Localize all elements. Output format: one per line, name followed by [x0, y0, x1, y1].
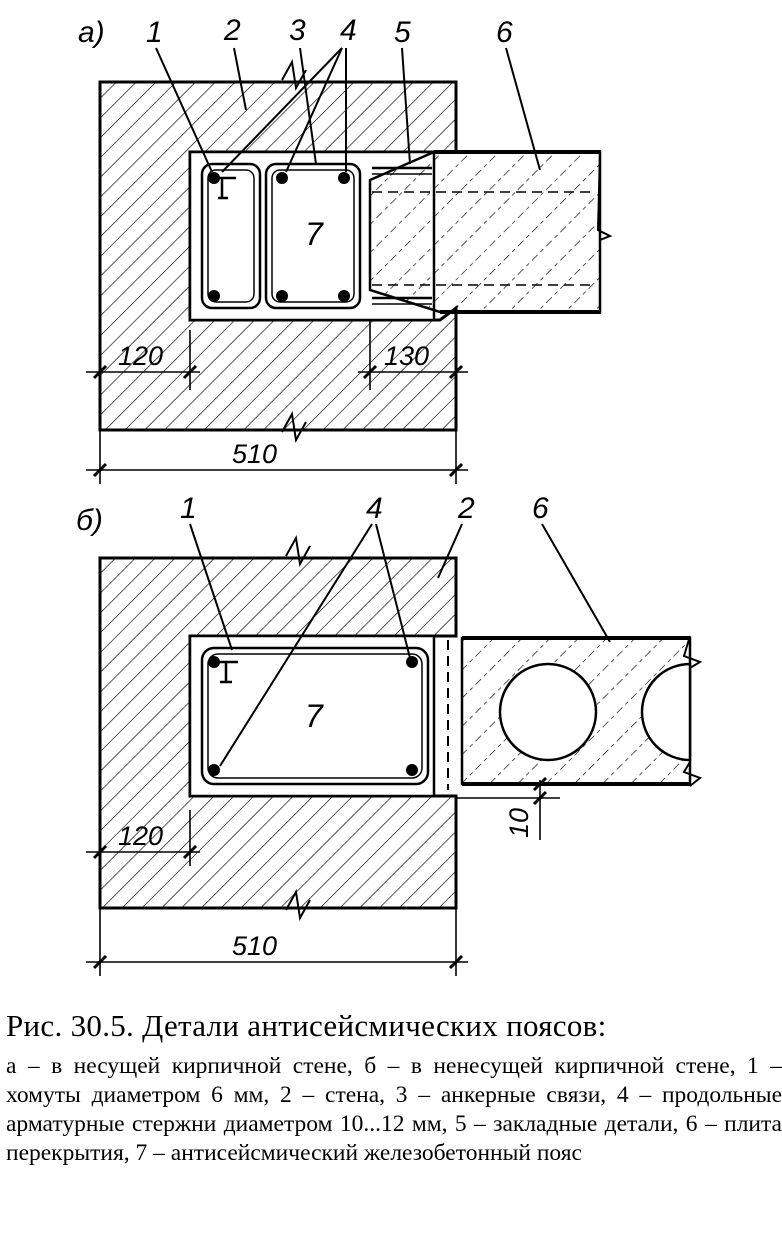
leader-1: [189, 523, 233, 651]
break-mark: [285, 534, 311, 568]
leader-4b: [375, 523, 411, 659]
break-mark: [281, 410, 307, 444]
rebar-dot: [276, 172, 288, 184]
tick: [532, 790, 548, 806]
leader-4b: [285, 47, 343, 173]
leader-5: [401, 47, 411, 165]
tick: [92, 844, 108, 860]
panel-a: а) 1 2 3 4 5 6 7: [78, 14, 613, 484]
callout-6: 6: [496, 16, 513, 49]
callout-2: 2: [457, 492, 475, 525]
caption-body: а – в несущей кирпичной стене, б – в нен…: [6, 1053, 782, 1166]
rebar-dot: [276, 290, 288, 302]
dim-10-b: 10: [504, 808, 534, 838]
rebar-dot: [208, 656, 220, 668]
dim-510-b: 510: [232, 931, 277, 961]
tick: [448, 954, 464, 970]
break-mark: [682, 761, 702, 787]
callout-4: 4: [366, 492, 383, 525]
panel-b-label: б): [76, 504, 103, 537]
dim-510-a: 510: [232, 439, 277, 469]
panel-a-label: а): [78, 16, 105, 49]
rebar-dot: [208, 172, 220, 184]
leader-6: [541, 523, 611, 643]
stirrup-b: [200, 646, 430, 786]
stirrup-a-2: [264, 162, 362, 310]
construction-diagram: а) 1 2 3 4 5 6 7: [76, 14, 703, 976]
tick: [92, 462, 108, 478]
slab-void: [640, 662, 692, 762]
tick: [448, 462, 464, 478]
leader-3: [299, 47, 317, 165]
panel-b: б) 1 4 2 6 7: [76, 492, 703, 976]
dim-120-b: 120: [118, 821, 163, 851]
rebar-dot: [208, 290, 220, 302]
callout-1: 1: [146, 16, 163, 49]
dim-130-a: 130: [384, 341, 429, 371]
callout-2: 2: [223, 14, 241, 47]
leader-4a: [221, 47, 343, 173]
rebar-dot: [338, 290, 350, 302]
break-mark: [596, 149, 613, 314]
belt-number-a: 7: [305, 216, 324, 252]
callout-5: 5: [394, 16, 411, 49]
leader-1: [155, 47, 213, 173]
leader-2: [437, 523, 463, 579]
break-mark: [281, 58, 307, 92]
tick: [448, 364, 464, 380]
tick: [92, 364, 108, 380]
tick: [182, 844, 198, 860]
belt-number-b: 7: [305, 698, 324, 734]
rebar-dot: [208, 764, 220, 776]
leader-6: [505, 47, 541, 171]
tick: [532, 776, 548, 792]
slab-void: [498, 662, 598, 762]
stirrup-a-1-inner: [207, 169, 255, 303]
rebar-dot: [338, 172, 350, 184]
callout-1: 1: [180, 492, 197, 525]
tick: [182, 364, 198, 380]
callout-6: 6: [532, 492, 549, 525]
tick: [362, 364, 378, 380]
leader-4a: [219, 523, 373, 767]
break-mark: [682, 635, 703, 669]
rebar-dot: [406, 656, 418, 668]
stirrup-a-2-inner: [271, 169, 355, 303]
rebar-dot: [406, 764, 418, 776]
callout-4: 4: [340, 14, 357, 47]
tick: [92, 954, 108, 970]
caption-title: Рис. 30.5. Детали антисейсмических поясо…: [6, 1008, 607, 1043]
dim-120-a: 120: [118, 341, 163, 371]
stirrup-b-inner: [207, 653, 423, 779]
break-mark: [285, 888, 311, 922]
slab-a: [368, 150, 602, 314]
callout-3: 3: [289, 14, 306, 47]
leader-2: [233, 47, 247, 111]
